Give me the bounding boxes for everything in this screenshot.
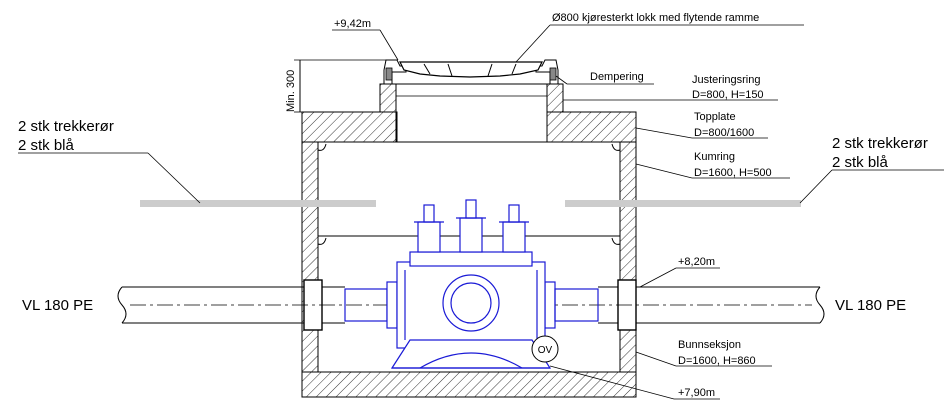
svg-text:2 stk trekkerør: 2 stk trekkerør [18,118,114,135]
svg-text:Kumring: Kumring [694,151,735,163]
lid-assembly [379,59,564,142]
callout-conduit-right: 2 stk trekkerør 2 stk blå [799,135,944,204]
adjustment-ring-left [379,83,397,113]
right-wall [619,141,637,373]
svg-text:Dempering: Dempering [590,71,644,83]
svg-text:+9,42m: +9,42m [334,18,371,30]
svg-text:D=1600, H=860: D=1600, H=860 [678,355,756,367]
pipe-label-right: VL 180 PE [835,297,906,314]
callout-lid: Ø800 kjøresterkt lokk med flytende ramme [515,12,804,63]
callout-elev-bottom: +7,90m [549,365,720,400]
top-slab-left [301,111,398,143]
callout-kumring: Kumring D=1600, H=500 [635,151,790,179]
conduit-left [140,200,376,207]
svg-text:+7,90m: +7,90m [678,387,715,399]
damper-left [385,67,393,81]
callout-topplate: Topplate D=800/1600 [635,111,768,139]
svg-text:+8,20m: +8,20m [678,256,715,268]
bottom-slab [301,371,637,398]
left-wall [301,141,319,373]
manhole-lid [399,61,543,78]
chamber-interior [317,141,621,373]
ov-label: OV [538,345,553,356]
joint-notch-top [317,143,621,151]
callout-conduit-left: 2 stk trekkerør 2 stk blå [18,118,201,204]
min-300-dimension: Min. 300 [285,59,388,113]
svg-text:D=800, H=150: D=800, H=150 [692,89,764,101]
svg-text:Bunnseksjon: Bunnseksjon [678,339,741,351]
callout-elev-top: +9,42m [332,18,399,61]
svg-text:Justeringsring: Justeringsring [692,74,760,86]
callout-dempering: Dempering [555,71,654,85]
svg-text:2 stk blå: 2 stk blå [18,137,75,154]
svg-text:Topplate: Topplate [694,111,736,123]
min-300-label: Min. 300 [285,70,297,112]
damper-right [549,67,557,81]
callout-elev-pipe: +8,20m [639,256,720,288]
svg-text:2 stk trekkerør: 2 stk trekkerør [832,135,928,152]
ov-marker [531,335,559,363]
svg-text:D=800/1600: D=800/1600 [694,127,754,139]
svg-text:Ø800 kjøresterkt lokk med flyt: Ø800 kjøresterkt lokk med flytende ramme [552,12,759,24]
adjustment-ring-right [546,83,564,113]
valve-assembly [344,199,599,369]
callout-bunnseksjon: Bunnseksjon D=1600, H=860 [635,339,772,367]
conduit-right [565,200,801,207]
svg-text:2 stk blå: 2 stk blå [832,154,889,171]
callout-justeringsring: Justeringsring D=800, H=150 [563,74,778,101]
joint-notch-mid [317,237,621,245]
top-slab-right [546,111,637,143]
svg-text:D=1600, H=500: D=1600, H=500 [694,167,772,179]
pipe-label-left: VL 180 PE [22,297,93,314]
